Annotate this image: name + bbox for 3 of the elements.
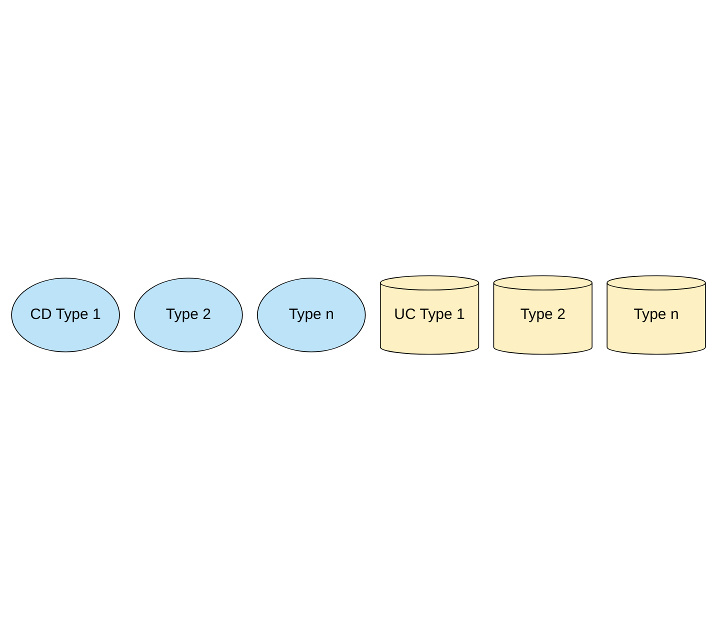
node-ellipse: CD Type 1 xyxy=(11,278,120,352)
node-ellipse: Type n xyxy=(257,278,366,352)
node-ellipse: Type 2 xyxy=(134,278,243,352)
